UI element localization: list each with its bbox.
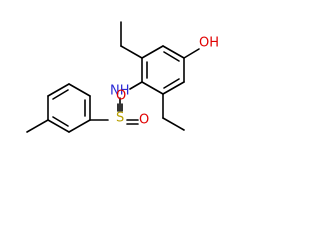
bond [162, 81, 185, 95]
sulfur-label: S [116, 111, 124, 126]
nh-label: NH [110, 84, 130, 99]
bond [52, 116, 69, 127]
bond [163, 78, 180, 89]
atom-labels: NH S O O OH [110, 36, 219, 128]
bond [162, 45, 185, 59]
structure-diagram: NH S O O OH [0, 0, 243, 157]
molecule-drawing: NH S O O OH [26, 21, 219, 133]
bond [47, 119, 70, 133]
bond [68, 83, 91, 97]
bond [47, 83, 70, 97]
bonds [26, 21, 200, 133]
bond [26, 119, 49, 133]
bond [120, 45, 143, 59]
oxygen-top-label: O [116, 89, 126, 104]
bond [141, 45, 164, 59]
bond [141, 81, 164, 95]
bond [52, 89, 69, 100]
bond [68, 119, 91, 133]
bond [163, 51, 180, 62]
bond [162, 117, 185, 131]
bond [183, 48, 200, 59]
bond [129, 81, 143, 90]
oxygen-bottom-label: O [139, 113, 149, 128]
hydroxyl-label: OH [199, 36, 219, 51]
